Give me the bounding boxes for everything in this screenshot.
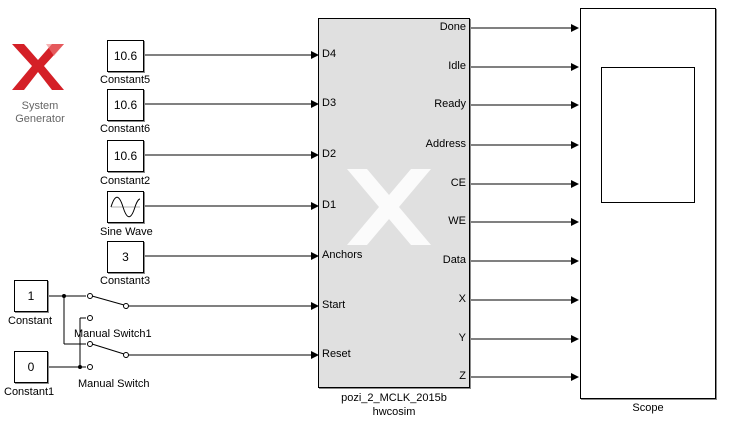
port-we: WE: [448, 215, 466, 227]
port-idle: Idle: [448, 60, 466, 72]
port-d4: D4: [322, 48, 337, 60]
port-done: Done: [439, 21, 466, 33]
port-x: X: [458, 293, 466, 305]
constant5-label: Constant5: [100, 74, 151, 86]
scope-screen: [601, 67, 695, 203]
hwcosim-subtitle: hwcosim: [372, 406, 416, 418]
constant5-block[interactable]: 10.6: [107, 40, 144, 72]
hwcosim-block[interactable]: [318, 18, 470, 388]
port-anchors: Anchors: [322, 249, 363, 261]
constant6-value: 10.6: [113, 98, 138, 112]
port-ready: Ready: [434, 98, 466, 110]
port-d2: D2: [322, 148, 337, 160]
xilinx-watermark-icon: [347, 169, 431, 245]
constant1-value: 0: [27, 360, 35, 374]
constant3-label: Constant3: [100, 275, 151, 287]
xilinx-logo-icon: [12, 44, 64, 90]
manual-switch1-label: Manual Switch1: [74, 328, 152, 340]
constant-value: 1: [27, 289, 35, 303]
constant2-value: 10.6: [113, 149, 138, 163]
port-reset: Reset: [322, 348, 351, 360]
hwcosim-name: pozi_2_MCLK_2015b: [341, 392, 447, 404]
port-y: Y: [458, 332, 466, 344]
constant1-label: Constant1: [4, 386, 55, 398]
logo-line2: Generator: [15, 113, 65, 125]
constant2-block[interactable]: 10.6: [107, 140, 144, 172]
scope-block[interactable]: [580, 8, 716, 399]
port-ce: CE: [450, 177, 466, 189]
sine-wave-block[interactable]: [107, 191, 144, 223]
sine-wave-icon: [110, 196, 141, 218]
sine-wave-label: Sine Wave: [100, 226, 153, 238]
constant6-label: Constant6: [100, 123, 151, 135]
constant3-value: 3: [122, 250, 129, 264]
constant-block[interactable]: 1: [14, 280, 48, 312]
port-d3: D3: [322, 97, 337, 109]
manual-switch-label: Manual Switch: [78, 378, 150, 390]
port-d1: D1: [322, 199, 337, 211]
port-data: Data: [442, 254, 466, 266]
port-start: Start: [322, 299, 346, 311]
constant-label: Constant: [8, 315, 53, 327]
constant3-block[interactable]: 3: [107, 241, 144, 273]
constant2-label: Constant2: [100, 175, 151, 187]
system-generator-label[interactable]: System Generator: [0, 100, 80, 126]
logo-line1: System: [21, 100, 59, 112]
port-address: Address: [425, 138, 466, 150]
manual-switch1-icon[interactable]: [87, 293, 135, 321]
port-z: Z: [459, 370, 466, 382]
constant1-block[interactable]: 0: [14, 351, 48, 383]
manual-switch-icon[interactable]: [87, 341, 135, 370]
constant5-value: 10.6: [113, 49, 138, 63]
constant6-block[interactable]: 10.6: [107, 89, 144, 121]
scope-label: Scope: [632, 402, 664, 414]
